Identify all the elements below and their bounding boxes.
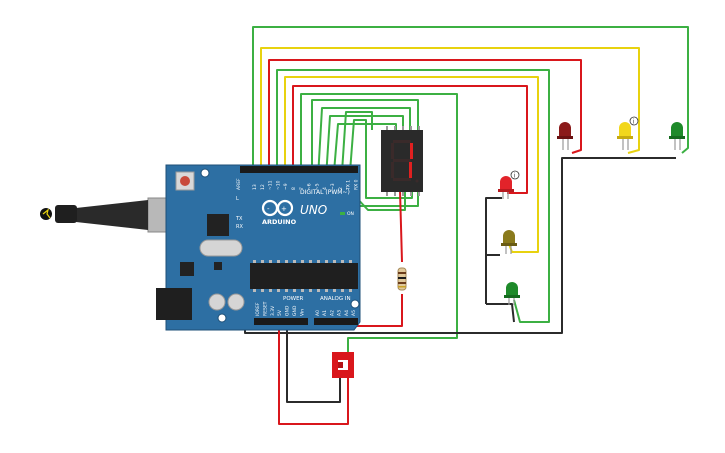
wire-seg-c[interactable] bbox=[325, 115, 404, 179]
power-pin-label-0: IOREF bbox=[255, 302, 261, 316]
digital-pin-label-2: ~11 bbox=[268, 180, 274, 190]
wire-seg-e[interactable] bbox=[341, 111, 373, 173]
wire-switch-red[interactable] bbox=[278, 320, 349, 425]
wire-red-outer[interactable] bbox=[268, 59, 582, 172]
analog-pin-label-5: A5 bbox=[351, 310, 357, 316]
digital-header[interactable] bbox=[240, 166, 358, 173]
power-pin-label-1: RESET bbox=[262, 301, 268, 316]
rx-label: RX bbox=[236, 224, 243, 230]
svg-text:i: i bbox=[514, 172, 516, 179]
analog-pin-label-3: A3 bbox=[337, 310, 343, 316]
wire-seg-b[interactable] bbox=[317, 107, 411, 179]
info-icon[interactable]: i bbox=[629, 116, 639, 125]
digital-pin-label-13: RX 0 bbox=[353, 179, 359, 190]
power-jack[interactable] bbox=[156, 288, 192, 320]
digital-pin-label-12: TX 1 bbox=[346, 180, 352, 191]
resistor[interactable] bbox=[397, 267, 407, 291]
seven-segment-display[interactable]: 1 bbox=[0, 0, 423, 196]
svg-text:-: - bbox=[267, 205, 270, 213]
digital-pin-label-10: ~3 bbox=[330, 183, 336, 190]
atmega-chip bbox=[250, 263, 358, 289]
power-pin-label-3: 5V bbox=[277, 309, 283, 316]
svg-text:i: i bbox=[633, 118, 635, 125]
led-green-mid[interactable] bbox=[504, 282, 520, 305]
digital-pin-label-7: ~6 bbox=[307, 183, 313, 190]
analog-pin-label-2: A2 bbox=[329, 310, 335, 316]
aref-label: AREF bbox=[236, 178, 242, 190]
svg-text:+: + bbox=[281, 205, 287, 213]
board-name: ARDUINO bbox=[262, 218, 297, 226]
led-dark-red[interactable] bbox=[557, 122, 573, 150]
digital-header-label: DIGITAL (PWM~) bbox=[300, 189, 350, 196]
wire-yellow-outer[interactable] bbox=[260, 47, 640, 172]
digital-pin-label-1: 12 bbox=[260, 184, 266, 190]
led-yellow[interactable] bbox=[617, 122, 633, 150]
wire-green-switch[interactable] bbox=[300, 93, 458, 352]
digital-pin-label-9: 4 bbox=[322, 187, 328, 190]
analog-pin-label-0: A0 bbox=[315, 310, 321, 316]
l-label: L bbox=[236, 196, 239, 202]
usb-plug-icon bbox=[40, 208, 52, 220]
wires bbox=[244, 26, 689, 425]
wire-green-outer[interactable] bbox=[252, 26, 689, 172]
digital-pin-label-3: ~10 bbox=[275, 180, 281, 190]
analog-pin-label-1: A1 bbox=[322, 310, 328, 316]
analog-header[interactable] bbox=[314, 318, 358, 325]
display-digit: 1 bbox=[0, 0, 1, 1]
info-icon[interactable]: i bbox=[510, 170, 520, 180]
power-pin-label-5: GND bbox=[292, 305, 298, 316]
led-green-top[interactable] bbox=[669, 122, 685, 150]
wire-red-mid[interactable] bbox=[292, 85, 528, 194]
wire-green-mid[interactable] bbox=[276, 69, 550, 323]
power-pin-label-2: 3.3V bbox=[270, 305, 276, 316]
digital-pin-label-8: ~5 bbox=[314, 183, 320, 190]
infinity-logo-icon: - + bbox=[261, 199, 294, 217]
tx-label: TX bbox=[235, 216, 243, 222]
wire-gnd-left-leds[interactable] bbox=[485, 197, 515, 323]
power-header-label: POWER bbox=[283, 296, 304, 302]
digital-pin-label-5: 8 bbox=[291, 187, 297, 190]
board-model: UNO bbox=[300, 203, 327, 217]
on-label: ON bbox=[347, 211, 354, 217]
digital-pin-label-0: 13 bbox=[252, 184, 258, 190]
analog-pin-label-4: A4 bbox=[344, 310, 350, 316]
power-header[interactable] bbox=[254, 318, 308, 325]
lit-segments bbox=[409, 143, 413, 178]
wire-switch-black[interactable] bbox=[286, 320, 341, 403]
power-pin-label-6: Vin bbox=[299, 309, 305, 316]
analog-header-label: ANALOG IN bbox=[320, 296, 351, 302]
usb-cable[interactable] bbox=[40, 197, 173, 233]
wire-seg-f[interactable] bbox=[349, 119, 413, 199]
led-olive[interactable] bbox=[501, 230, 517, 254]
digital-pin-label-11: 2 bbox=[338, 187, 344, 190]
slide-switch[interactable] bbox=[332, 352, 354, 378]
digital-pin-label-6: 7 bbox=[299, 187, 305, 190]
led-red[interactable] bbox=[498, 176, 514, 199]
power-pin-label-4: GND bbox=[285, 305, 291, 316]
digital-pin-label-4: ~9 bbox=[283, 183, 289, 190]
